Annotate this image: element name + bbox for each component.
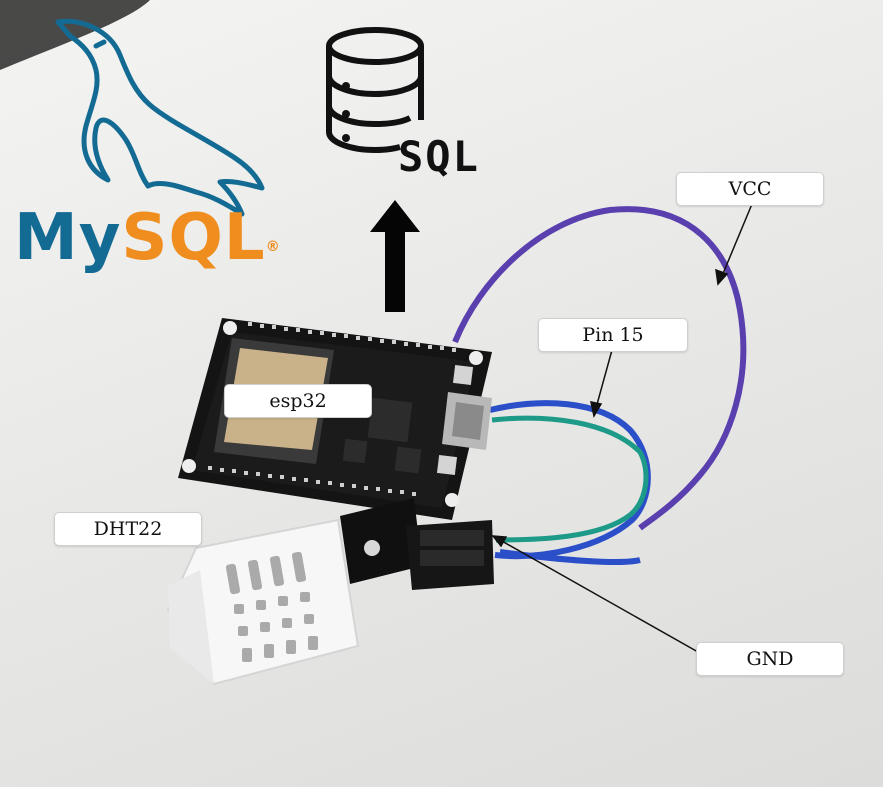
dolphin-icon <box>55 18 265 217</box>
database-icon-caption: SQL <box>398 132 480 181</box>
dht22-module <box>340 498 494 590</box>
annotation-pointers <box>491 203 753 653</box>
label-gnd: GND <box>696 642 844 676</box>
wire-vcc <box>452 206 747 531</box>
mysql-logo-text: MySQL® <box>14 206 281 270</box>
esp32-board <box>178 318 492 520</box>
wire-gnd <box>491 415 649 543</box>
mysql-logo-sql: SQL <box>121 201 266 275</box>
label-pin15: Pin 15 <box>538 318 688 352</box>
dark-corner <box>0 0 150 70</box>
dht22-sensor <box>166 518 360 686</box>
up-arrow-icon <box>370 200 420 312</box>
database-icon <box>326 27 424 154</box>
wire-data-tail <box>499 549 641 565</box>
label-esp32: esp32 <box>224 384 372 418</box>
label-vcc: VCC <box>676 172 824 206</box>
mysql-logo-my: My <box>14 201 122 275</box>
registered-mark: ® <box>265 239 281 255</box>
wire-data <box>489 400 651 560</box>
label-dht22: DHT22 <box>54 512 202 546</box>
